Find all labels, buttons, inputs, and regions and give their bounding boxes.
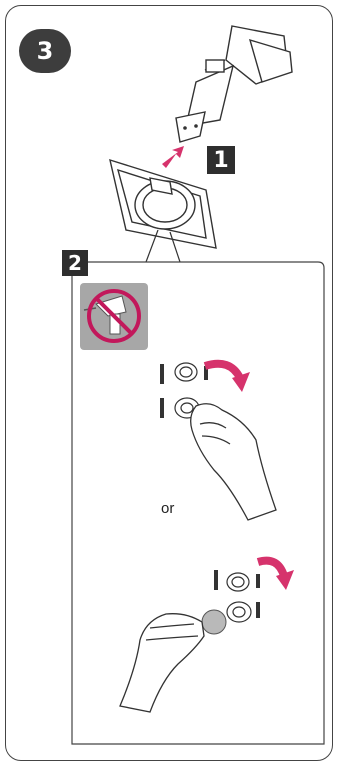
callout-number-2: 2 (62, 250, 88, 276)
thumbscrew-knob-lower (227, 573, 251, 622)
base-plate (110, 160, 216, 248)
hand-lower (120, 614, 204, 712)
hand-upper (191, 404, 276, 520)
no-power-drill-icon (80, 283, 148, 350)
or-label: or (161, 500, 174, 517)
stand-arm (176, 26, 292, 142)
rotate-clockwise-arrow-icon (205, 364, 240, 378)
step-number-badge: 3 (19, 29, 71, 73)
callout-number-1: 1 (207, 146, 235, 174)
attach-arrow-icon (162, 146, 184, 168)
screw-hole (183, 126, 187, 130)
rotate-clockwise-arrow-icon (258, 561, 284, 576)
coin (202, 610, 226, 634)
